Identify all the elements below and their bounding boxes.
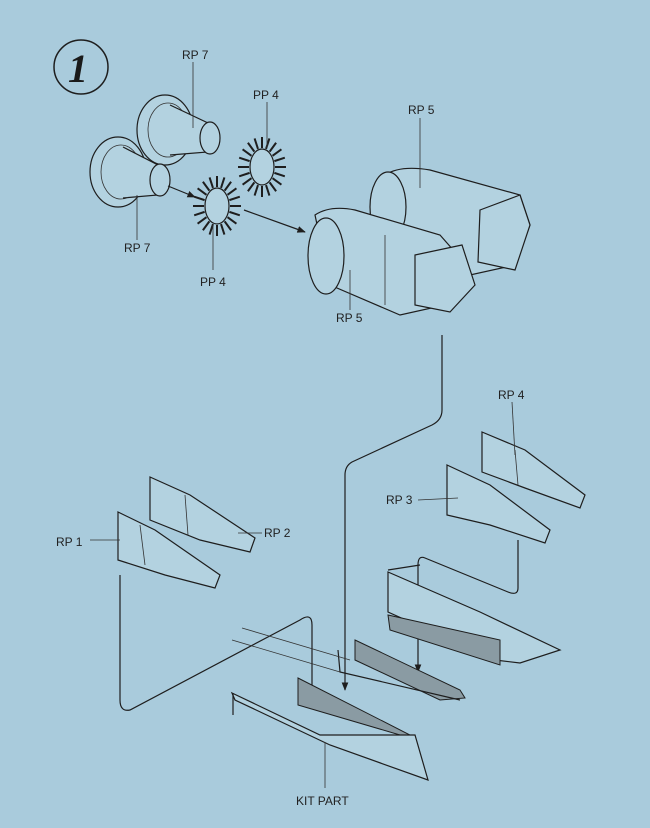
- ring-spoke: [202, 220, 211, 231]
- ring-spoke: [208, 177, 214, 189]
- label-rp3: RP 3: [386, 493, 413, 507]
- label-pp4-top: PP 4: [253, 88, 279, 102]
- part-rp7-lower: [89, 136, 171, 208]
- ring-spoke: [268, 181, 277, 192]
- ring-spoke: [268, 142, 277, 153]
- ring-spoke: [247, 142, 256, 153]
- part-rp5: [307, 167, 531, 316]
- label-kit-part: KIT PART: [296, 794, 349, 808]
- ring-spoke: [202, 181, 211, 192]
- label-rp7-top: RP 7: [182, 48, 209, 62]
- part-rp1: [117, 511, 221, 589]
- ring-spoke: [253, 138, 259, 150]
- ring-spoke: [238, 156, 250, 163]
- step-number: 1: [68, 46, 88, 91]
- part-rp7-upper: [136, 94, 221, 166]
- kit-part-assembly: [230, 564, 562, 781]
- label-pp4-bottom: PP 4: [200, 275, 226, 289]
- part-pp4-lower: [193, 176, 241, 236]
- part-rp4: [481, 431, 586, 509]
- ring-spoke: [247, 181, 256, 192]
- label-rp7-bottom: RP 7: [124, 241, 151, 255]
- label-rp5-bottom: RP 5: [336, 311, 363, 325]
- ring-spoke: [229, 210, 241, 217]
- part-pp4-upper: [238, 137, 286, 197]
- ring-spoke: [193, 195, 205, 202]
- ring-spoke: [265, 138, 271, 150]
- label-rp2: RP 2: [264, 526, 291, 540]
- ring-spoke: [226, 187, 238, 196]
- label-rp1: RP 1: [56, 535, 83, 549]
- ring-spoke: [238, 171, 250, 178]
- leader-lines: [90, 62, 516, 788]
- ring-spoke: [220, 223, 226, 235]
- ring-spoke: [253, 184, 259, 196]
- step-number-badge: 1: [53, 39, 109, 95]
- part-rp3: [446, 464, 551, 544]
- ring-spoke: [241, 177, 253, 186]
- ring-spoke: [241, 148, 253, 157]
- ring-spoke: [193, 210, 205, 217]
- ring-spoke: [208, 223, 214, 235]
- ring-spoke: [220, 177, 226, 189]
- label-rp4: RP 4: [498, 388, 525, 402]
- label-rp5-top: RP 5: [408, 103, 435, 117]
- ring-spoke: [274, 171, 286, 178]
- ring-spoke: [196, 216, 208, 225]
- ring-spoke: [271, 148, 283, 157]
- ring-spoke: [229, 195, 241, 202]
- part-rp2: [149, 476, 256, 553]
- ring-spoke: [223, 181, 232, 192]
- ring-spoke: [196, 187, 208, 196]
- ring-spoke: [271, 177, 283, 186]
- ring-spoke: [226, 216, 238, 225]
- ring-spoke: [223, 220, 232, 231]
- ring-spoke: [265, 184, 271, 196]
- ring-spoke: [274, 156, 286, 163]
